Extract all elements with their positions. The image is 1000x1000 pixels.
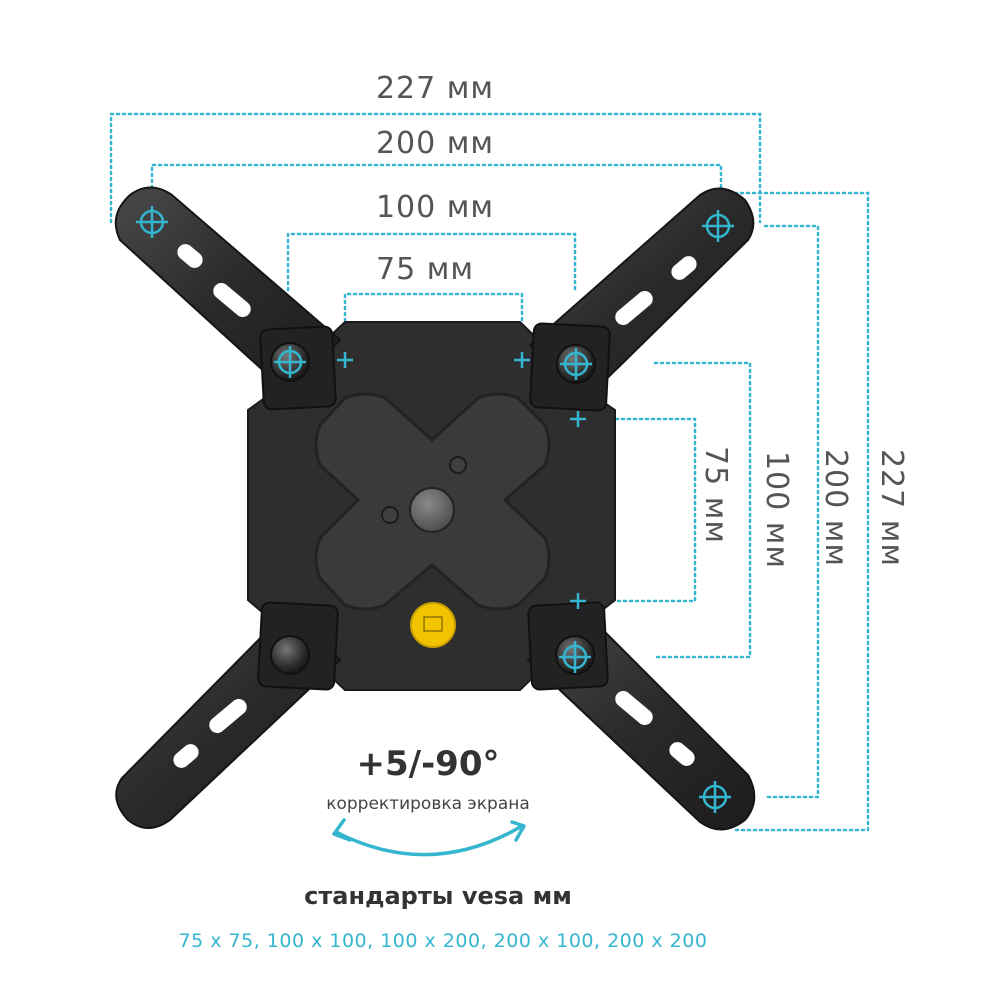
arm-slot (669, 742, 695, 766)
crosshair-marker (559, 641, 591, 673)
height-100-label: 100 мм (759, 451, 794, 569)
rotation-arrow (332, 818, 526, 857)
crosshair-marker (699, 781, 731, 813)
arm-slot (209, 699, 247, 733)
mount-bracket (114, 186, 756, 831)
width-227-label: 227 мм (376, 71, 494, 106)
dim-line-width-227 (109, 112, 762, 224)
mount-knob (270, 635, 310, 675)
width-200-label: 200 мм (376, 126, 494, 161)
crosshair-marker (702, 210, 734, 242)
height-227-label: 227 мм (874, 449, 909, 567)
crosshair-marker (337, 352, 353, 368)
plate-hole (449, 456, 467, 474)
vesa-standards-title: стандарты vesa мм (304, 882, 572, 910)
arm-slot (615, 691, 653, 725)
dim-line-height-200 (763, 224, 820, 799)
arm-slot (615, 291, 653, 325)
width-100-label: 100 мм (376, 190, 494, 225)
center-boss (409, 487, 455, 533)
dim-line-height-227 (733, 191, 870, 832)
warning-sticker (410, 602, 456, 648)
crosshair-marker (560, 348, 592, 380)
dim-line-width-75 (343, 292, 524, 347)
height-200-label: 200 мм (818, 449, 853, 567)
plate-hole (381, 506, 399, 524)
arm-slot (213, 283, 251, 317)
width-75-label: 75 мм (376, 252, 474, 287)
crosshair-marker (570, 593, 586, 609)
dim-line-width-100 (286, 232, 577, 292)
height-75-label: 75 мм (698, 446, 733, 544)
arm-slot (173, 744, 199, 768)
crosshair-marker (514, 352, 530, 368)
dim-line-height-75 (596, 417, 697, 603)
dim-line-height-100 (653, 361, 752, 659)
crosshair-marker (274, 346, 306, 378)
arm-slot (177, 244, 203, 268)
rotation-angle: +5/-90° (356, 744, 500, 784)
hole-markers (136, 206, 734, 813)
crosshair-marker (570, 411, 586, 427)
dim-line-width-200 (150, 163, 723, 190)
vesa-standards-list: 75 x 75, 100 x 100, 100 x 200, 200 x 100… (178, 930, 708, 952)
crosshair-marker (136, 206, 168, 238)
arm-slot (671, 256, 697, 280)
rotation-caption: корректировка экрана (326, 794, 530, 814)
